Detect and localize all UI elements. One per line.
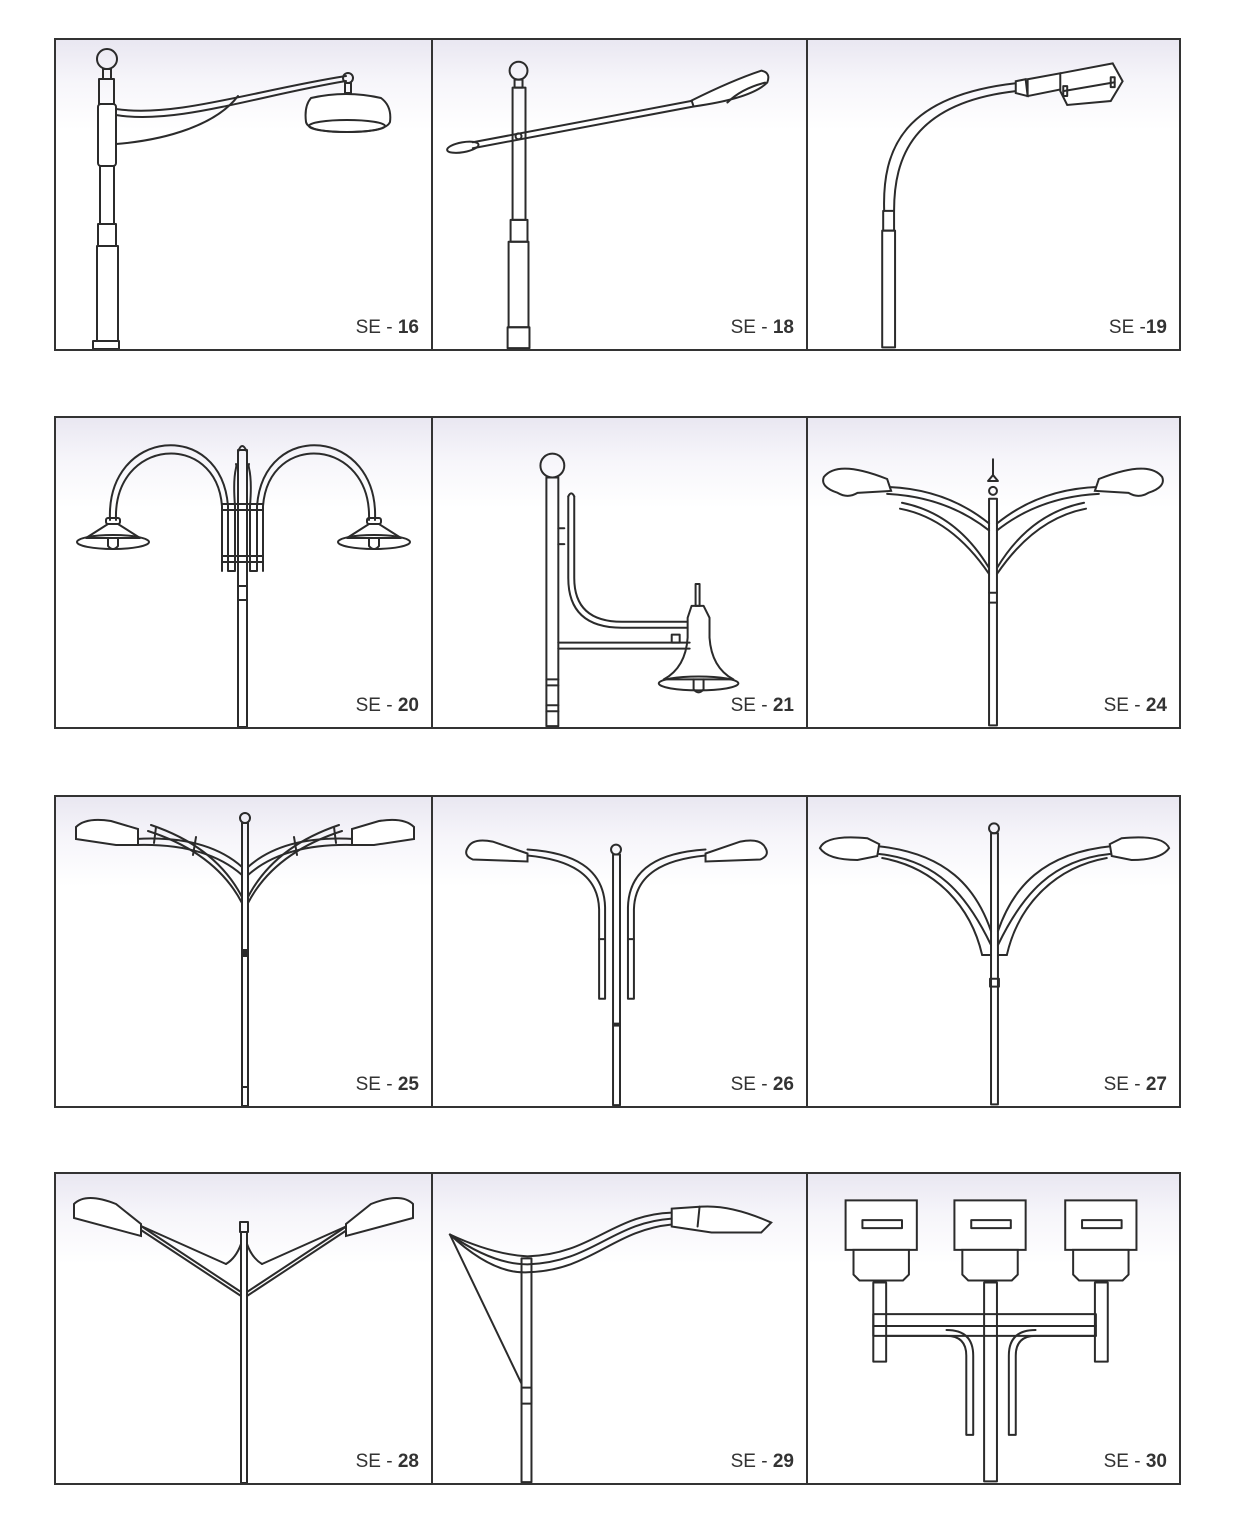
product-code-label: SE - 25 (355, 1074, 419, 1095)
double-arm-cross-braced-street-lamp-icon (56, 797, 431, 1106)
double-arm-bracketed-street-lamp-icon (808, 418, 1179, 727)
single-arm-dome-street-lamp-icon (56, 40, 431, 349)
catalog-row-3: SE - 25 SE - 26 (54, 795, 1181, 1108)
catalog-row-1: SE - 16 SE - 18 (54, 38, 1181, 351)
catalog-row-2: SE - 20 SE - 21 (54, 416, 1181, 729)
product-panel-se-28[interactable]: SE - 28 (56, 1174, 431, 1483)
product-panel-se-25[interactable]: SE - 25 (56, 797, 431, 1106)
product-code-label: SE - 29 (730, 1451, 794, 1472)
product-panel-se-24[interactable]: SE - 24 (806, 418, 1179, 727)
product-code-label: SE - 30 (1103, 1451, 1167, 1472)
product-code-label: SE - 24 (1103, 695, 1167, 716)
side-bracket-pendant-lamp-icon (433, 418, 806, 727)
product-panel-se-30[interactable]: SE - 30 (806, 1174, 1179, 1483)
product-code-label: SE - 28 (355, 1451, 419, 1472)
product-panel-se-20[interactable]: SE - 20 (56, 418, 431, 727)
double-arch-pendant-street-lamp-icon (56, 418, 431, 727)
product-panel-se-26[interactable]: SE - 26 (431, 797, 806, 1106)
catalog-row-4: SE - 28 SE - 29 (54, 1172, 1181, 1485)
product-code-label: SE - 21 (730, 695, 794, 716)
single-arm-counterweight-street-lamp-icon (433, 40, 806, 349)
double-arm-flared-street-lamp-icon (808, 797, 1179, 1106)
product-code-label: SE - 18 (730, 317, 794, 338)
double-arm-y-street-lamp-icon (56, 1174, 431, 1483)
product-code-label: SE - 16 (355, 317, 419, 338)
product-code-label: SE - 20 (355, 695, 419, 716)
product-panel-se-21[interactable]: SE - 21 (431, 418, 806, 727)
triple-floodlight-pole-icon (808, 1174, 1179, 1483)
product-panel-se-27[interactable]: SE - 27 (806, 797, 1179, 1106)
product-panel-se-16[interactable]: SE - 16 (56, 40, 431, 349)
product-code-label: SE - 27 (1103, 1074, 1167, 1095)
product-code-label: SE - 26 (730, 1074, 794, 1095)
product-panel-se-29[interactable]: SE - 29 (431, 1174, 806, 1483)
product-panel-se-19[interactable]: SE -19 (806, 40, 1179, 349)
single-wave-arm-stayed-street-lamp-icon (433, 1174, 806, 1483)
double-arm-swan-neck-street-lamp-icon (433, 797, 806, 1106)
curved-arm-cobra-head-street-lamp-icon (808, 40, 1179, 349)
product-code-label: SE -19 (1108, 317, 1167, 338)
product-panel-se-18[interactable]: SE - 18 (431, 40, 806, 349)
